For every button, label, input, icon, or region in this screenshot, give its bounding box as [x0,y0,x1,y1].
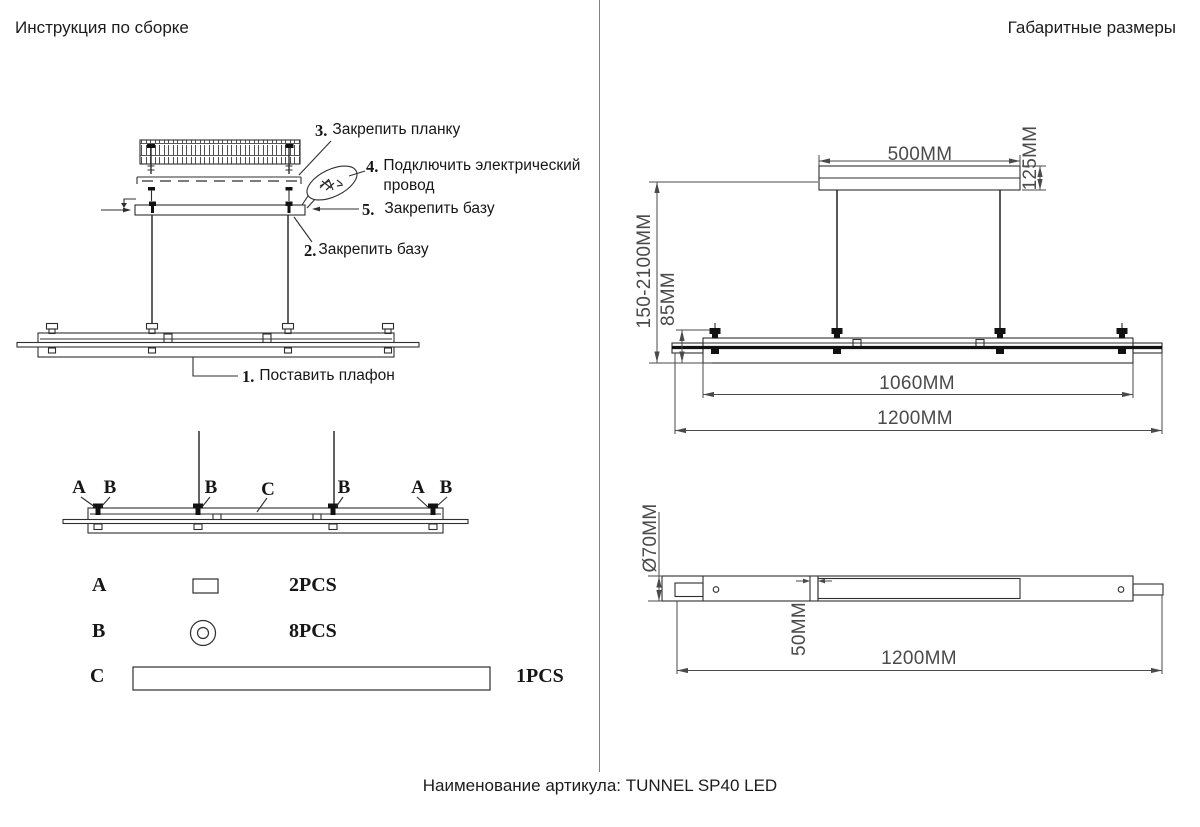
part-a-letter: A [92,574,107,596]
part-b-qty: 8PCS [289,620,337,642]
step-3-text: Закрепить планку [332,121,461,138]
dim-joint-width-label: 50MM [789,602,810,656]
mounting-strip [139,139,301,165]
dim-suspension-range-label: 150-2100MM [634,213,655,329]
left-section-title: Инструкция по сборке [15,18,189,37]
step-1-text: Поставить плафон [259,367,395,384]
step-4-text: Подключить электрический провод [383,157,581,195]
article-name: Наименование артикула: TUNNEL SP40 LED [422,776,778,795]
step-2-label: 2. Закрепить базу [304,240,429,262]
dim-overall-length-bottom-label: 1200MM [881,648,957,669]
dim-housing-length-label: 1060MM [879,373,955,394]
base-bar [134,204,306,216]
dim-canopy-height-label: 125MM [1020,125,1041,191]
callout-a-right: A [411,477,425,498]
step-5-number: 5. [362,200,375,219]
step-2-text: Закрепить базу [318,241,429,258]
dim-profile-diameter-label: Ø70MM [640,503,661,573]
dimension-side-view [671,165,1163,364]
part-c-qty: 1PCS [516,665,564,687]
part-a-qty: 2PCS [289,574,337,596]
step-5-label: 5. Закрепить базу [362,199,495,221]
leader-step2 [293,216,313,243]
step-2-number: 2. [304,241,317,260]
part-c-letter: C [90,665,105,687]
cables [836,190,1001,330]
part-c-bar-shape [132,666,491,691]
callout-a-left: A [72,477,86,498]
assembled-fixture [16,322,420,358]
part-b-letter: B [92,620,106,642]
step-3-label: 3. Закрепить планку [315,120,460,142]
step-1-label: 1. Поставить плафон [242,366,395,388]
leader-step3 [298,140,332,176]
callout-b-left: B [103,477,117,498]
callout-b-mid2: B [337,477,351,498]
dimension-lines-bottom [648,512,1163,674]
parts-list-shapes [132,578,491,691]
step-4-label: 4. Подключить электрический провод [366,156,601,197]
step-4-number: 4. [366,157,379,176]
dimension-bottom-view [661,575,1164,602]
callout-b-mid1: B [204,477,218,498]
dim-fixture-height-label: 85MM [658,272,679,326]
exploded-view-drawing [16,139,420,377]
part-b-washer-shape [189,619,217,647]
leader-step4 [348,170,366,177]
leader-step1 [192,357,238,377]
callout-b-right: B [439,477,453,498]
right-section-title: Габаритные размеры [1007,18,1176,37]
step-5-text: Закрепить базу [384,200,495,217]
dim-canopy-width-label: 500MM [887,144,953,165]
wire-connector-detail-icon [301,165,358,209]
step-3-number: 3. [315,121,328,140]
suspension-wires [151,215,289,324]
dim-overall-length-top-label: 1200MM [877,408,953,429]
parts-callout-drawing [62,431,469,534]
callout-c: C [261,479,275,500]
dimension-lines-top [649,155,1163,434]
part-a-plate-shape [192,578,219,594]
step-1-number: 1. [242,367,255,386]
